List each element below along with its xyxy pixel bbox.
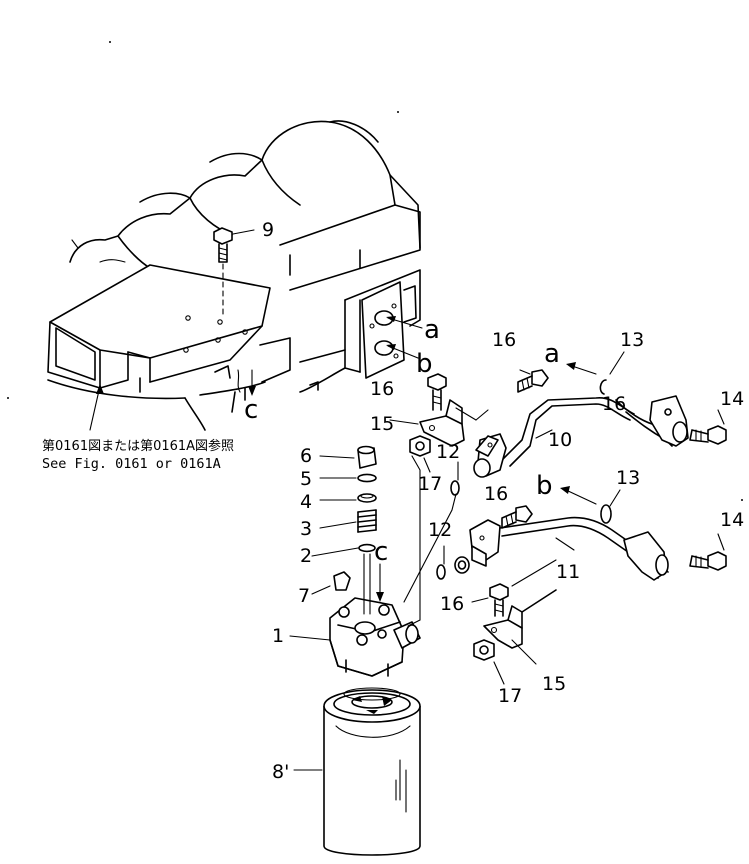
callout-1: 1 (272, 625, 284, 647)
connector-b-block: b (416, 349, 433, 379)
callout-12-b: 12 (428, 519, 452, 541)
callout-16-a: 16 (370, 378, 394, 400)
callout-16-e: 16 (440, 593, 464, 615)
callout-13-a: 13 (620, 329, 644, 351)
filter-cartridge-8 (293, 687, 421, 856)
callout-15-b: 15 (542, 673, 566, 695)
callout-11: 11 (556, 561, 580, 583)
callout-8: 8' (272, 761, 289, 783)
callout-13-b: 13 (616, 467, 640, 489)
callout-14-b: 14 (720, 509, 744, 531)
clamp-15-upper (389, 399, 489, 447)
callout-14-a: 14 (720, 388, 744, 410)
callout-17-a: 17 (418, 473, 442, 495)
nut-17-b (473, 639, 505, 685)
pipe-11 (454, 516, 669, 581)
callout-7: 7 (298, 585, 310, 607)
bolt-14-a (689, 409, 727, 445)
callout-12-a: 12 (436, 441, 460, 463)
bolt-9 (213, 227, 255, 319)
engine-block (47, 120, 421, 431)
callout-9: 9 (262, 219, 274, 241)
connector-a-block: a (424, 315, 440, 345)
nut-17-a (409, 435, 431, 473)
plug-7 (311, 571, 351, 595)
bolt-16-a (427, 373, 447, 411)
valve-stack (289, 445, 377, 641)
callout-17-b: 17 (498, 685, 522, 707)
callout-2: 2 (300, 545, 312, 567)
reference-note: 第0161図または第0161A図参照 See Fig. 0161 or 0161… (42, 438, 234, 472)
filter-head-1 (329, 597, 421, 677)
reference-note-english: See Fig. 0161 or 0161A (42, 456, 221, 472)
connector-b-pipe: b (536, 471, 553, 501)
pipe-10 (473, 395, 689, 478)
callout-10: 10 (548, 429, 572, 451)
connector-letters: a b c a b c (244, 315, 560, 567)
bolt-16-c (501, 505, 533, 529)
callout-16-c: 16 (602, 393, 626, 415)
bolt-16-d (471, 583, 509, 617)
specks (7, 41, 743, 501)
callout-16-b: 16 (492, 329, 516, 351)
connector-c-head: c (374, 537, 388, 567)
bolt-16-b (517, 369, 549, 393)
callout-16-d: 16 (484, 483, 508, 505)
callout-4: 4 (300, 491, 312, 513)
callout-15-a: 15 (370, 413, 394, 435)
connector-c-block: c (244, 395, 258, 425)
clamp-15-lower (483, 589, 557, 665)
leader-lines (89, 316, 597, 627)
callout-3: 3 (300, 518, 312, 540)
callout-numbers: 9 6 5 4 3 2 7 1 8' 16 15 17 12 16 13 16 … (262, 219, 744, 783)
bolt-14-b (689, 533, 727, 571)
callout-6: 6 (300, 445, 312, 467)
o-rings (436, 351, 625, 580)
reference-note-japanese: 第0161図または第0161A図参照 (42, 438, 234, 454)
connector-a-pipe: a (544, 339, 560, 369)
callout-5: 5 (300, 468, 312, 490)
